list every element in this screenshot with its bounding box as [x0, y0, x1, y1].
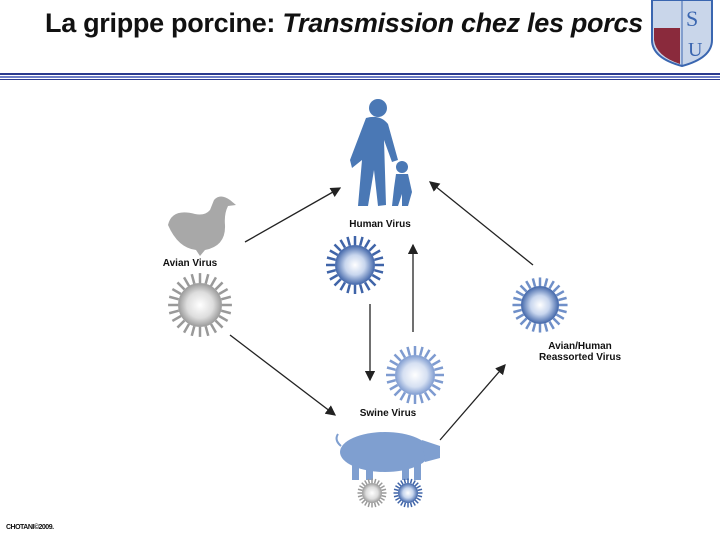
svg-text:U: U [688, 39, 703, 61]
swine-virus-label: Swine Virus [359, 408, 417, 419]
title-italic: Transmission chez les porcs [282, 8, 643, 38]
arrow-avian-to-swine [229, 334, 337, 416]
reassorted-label-line1: Avian/Human [548, 341, 612, 352]
title-plain: La grippe porcine: [45, 8, 283, 38]
slide-title: La grippe porcine: Transmission chez les… [45, 8, 643, 39]
pig-icon [335, 432, 440, 480]
transmission-arrows [229, 181, 534, 441]
svg-text:S: S [686, 6, 698, 31]
human-virus-icon [326, 236, 384, 294]
arrow-swine-to-reassorted [439, 364, 506, 441]
avian-virus-label: Avian Virus [162, 258, 218, 269]
avian-virus-icon [168, 273, 232, 337]
human-adult-child-icon [350, 99, 412, 206]
reassorted-virus-icon [512, 277, 568, 333]
copyright-footer: CHOTANI©2009. [6, 524, 54, 531]
human-virus-label: Human Virus [349, 219, 411, 230]
title-divider [0, 73, 720, 80]
arrow-avian-to-human [244, 187, 342, 243]
small-avian-virus-icon [357, 478, 387, 508]
reassorted-virus-label: Avian/Human Reassorted Virus [520, 341, 640, 363]
swine-virus-icon [386, 346, 444, 404]
university-shield-logo: S U [651, 0, 713, 68]
arrow-reassorted-to-human [428, 181, 534, 266]
duck-icon [168, 196, 236, 256]
small-human-virus-icon [393, 478, 423, 508]
reassorted-label-line2: Reassorted Virus [538, 352, 622, 363]
